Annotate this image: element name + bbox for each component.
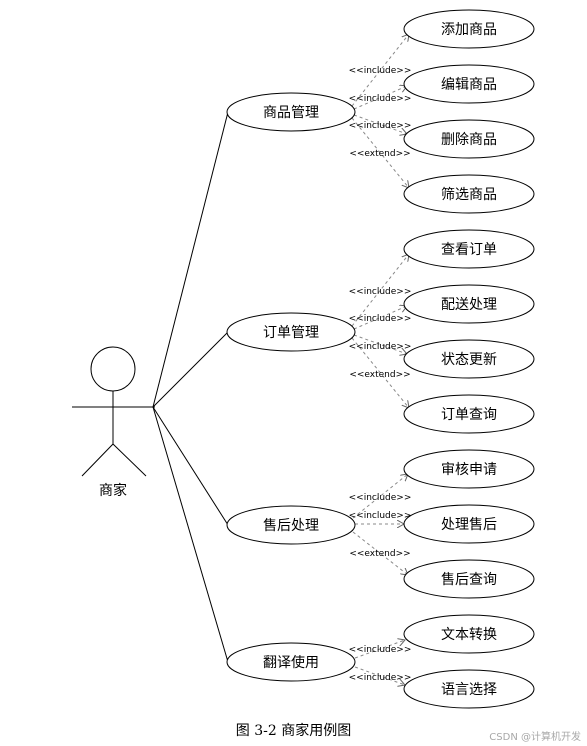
relation-label: <<extend>>	[349, 549, 410, 559]
sub-use-case-label: 处理售后	[441, 517, 497, 533]
relation-label: <<include>>	[349, 94, 412, 104]
sub-use-case-label: 筛选商品	[441, 187, 497, 203]
sub-use-case-ellipse	[403, 229, 535, 269]
sub-use-case-label: 文本转换	[441, 626, 497, 643]
use-case-label: 翻译使用	[263, 654, 319, 671]
sub-use-case-label: 删除商品	[441, 132, 497, 148]
sub-use-case-ellipse	[403, 504, 535, 544]
sub-use-case-label: 配送处理	[441, 297, 497, 313]
sub-use-case-ellipse	[403, 669, 535, 709]
use-case-label: 售后处理	[263, 518, 319, 534]
sub-use-case-ellipse	[403, 9, 535, 49]
relation-label: <<include>>	[349, 673, 412, 683]
sub-use-case-label: 状态更新	[441, 352, 497, 368]
use-case-label: 订单管理	[263, 325, 319, 341]
use-case-group-after-sales: <<include>> <<include>> <<extend>> 售后处理 …	[152, 406, 535, 599]
sub-use-case-ellipse	[403, 449, 535, 489]
relation-label: <<extend>>	[349, 370, 410, 380]
use-case-ellipse	[226, 642, 356, 682]
association-line	[152, 331, 229, 408]
use-case-ellipse	[226, 505, 356, 545]
actor-head	[90, 346, 136, 392]
sub-use-case-label: 添加商品	[441, 22, 497, 38]
use-case-ellipse	[226, 312, 356, 352]
watermark: CSDN @计算机开发	[489, 732, 581, 743]
sub-use-case-ellipse	[403, 559, 535, 599]
association-line	[152, 406, 229, 526]
sub-use-case-ellipse	[403, 174, 535, 214]
sub-use-case-ellipse	[403, 339, 535, 379]
actor-label: 商家	[99, 482, 127, 499]
sub-use-case-ellipse	[403, 394, 535, 434]
sub-use-case-label: 审核申请	[441, 462, 497, 478]
sub-use-case-ellipse	[403, 614, 535, 654]
sub-use-case-label: 订单查询	[441, 407, 497, 423]
sub-use-case-ellipse	[403, 64, 535, 104]
use-case-label: 商品管理	[263, 105, 319, 121]
relation-label: <<include>>	[349, 287, 412, 297]
association-line	[152, 406, 229, 663]
relation-label: <<include>>	[349, 342, 412, 352]
relation-label: <<extend>>	[349, 149, 410, 159]
relation-label: <<include>>	[349, 493, 412, 503]
sub-use-case-label: 查看订单	[441, 242, 497, 258]
include-line	[353, 306, 407, 330]
relation-label: <<include>>	[349, 511, 412, 521]
actor-left-leg	[81, 443, 114, 477]
figure-caption: 图 3-2 商家用例图	[235, 723, 352, 739]
include-line	[354, 640, 405, 659]
use-case-group-order: <<include>> <<include>> <<include>> <<ex…	[152, 229, 535, 434]
sub-use-case-label: 语言选择	[441, 682, 497, 698]
sub-use-case-ellipse	[403, 284, 535, 324]
sub-use-case-label: 售后查询	[441, 572, 497, 588]
include-line	[353, 86, 407, 110]
sub-use-case-ellipse	[403, 119, 535, 159]
relation-label: <<include>>	[349, 645, 412, 655]
actor-figure	[72, 346, 155, 477]
relation-label: <<include>>	[349, 314, 412, 324]
use-case-group-product: <<include>> <<include>> <<include>> <<ex…	[152, 9, 535, 408]
include-line	[354, 666, 405, 685]
sub-use-case-label: 编辑商品	[441, 77, 497, 93]
relation-label: <<include>>	[349, 66, 412, 76]
use-case-group-translation: <<include>> <<include>> 翻译使用 文本转换 语言选择	[152, 406, 535, 709]
use-case-ellipse	[226, 92, 356, 132]
relation-label: <<include>>	[349, 121, 412, 131]
association-line	[152, 111, 229, 408]
actor-right-leg	[112, 443, 147, 477]
